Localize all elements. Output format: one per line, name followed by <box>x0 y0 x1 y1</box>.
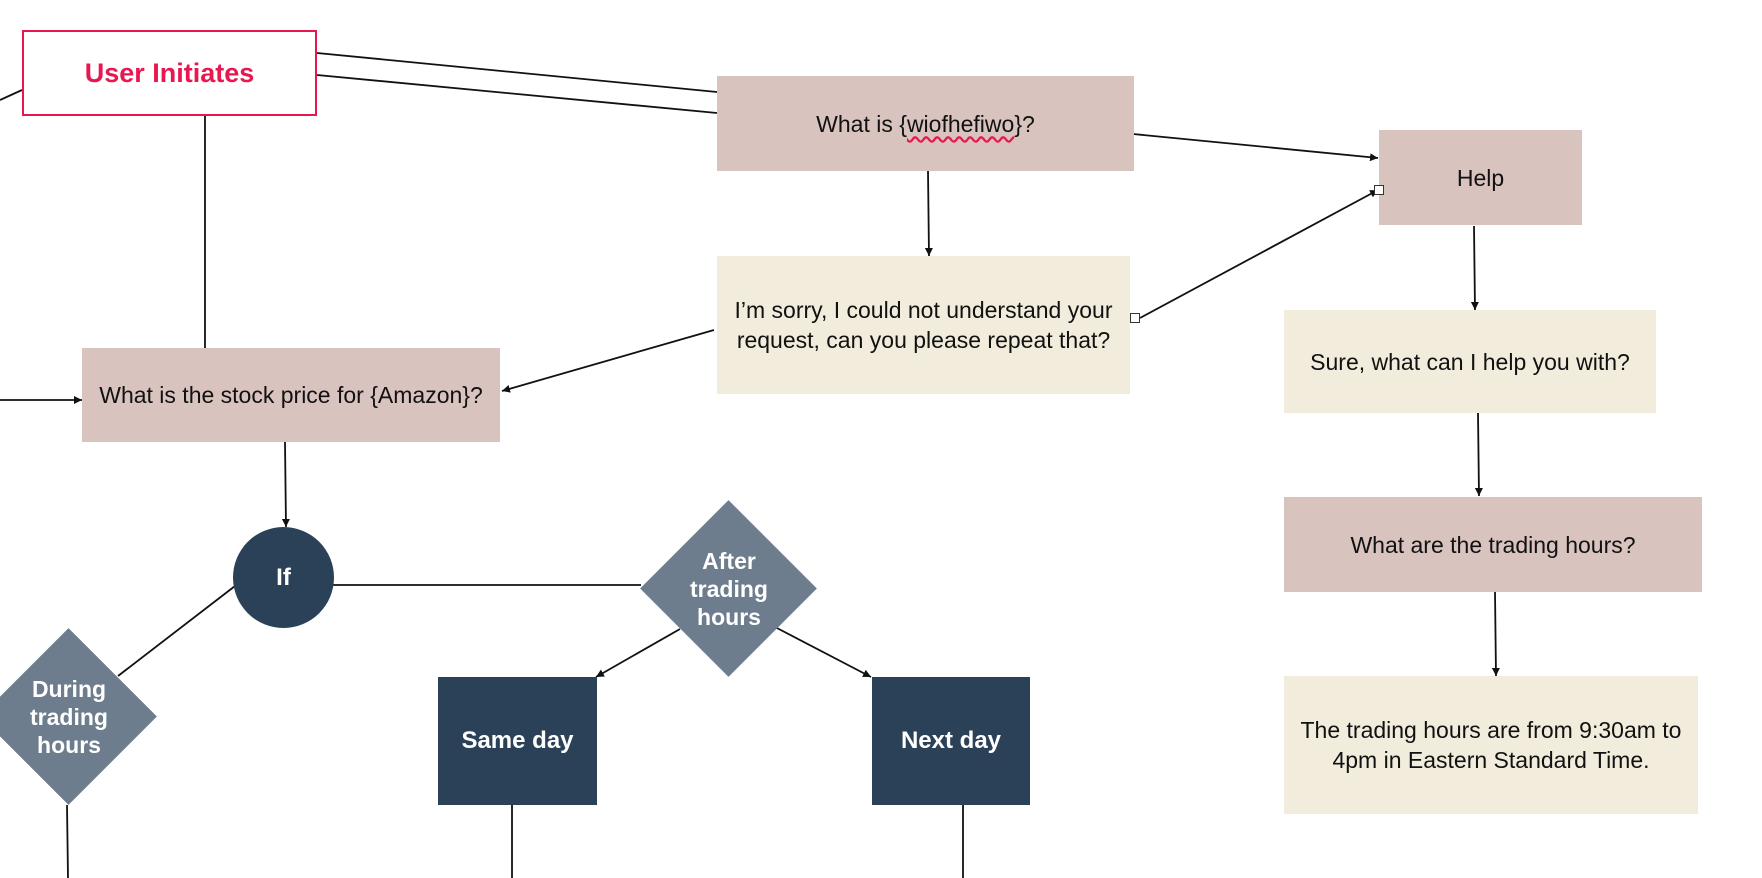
connector-sure-to-hours-question <box>1474 412 1483 497</box>
sure-help-response-node[interactable]: Sure, what can I help you with? <box>1284 310 1656 413</box>
next-day-node[interactable]: Next day <box>872 677 1030 805</box>
during-trading-hours-label: During trading hours <box>30 675 108 758</box>
connector-after-hours-to-next-day <box>774 626 872 678</box>
sure-help-response-label: Sure, what can I help you with? <box>1310 348 1630 375</box>
trading-hours-answer-label: The trading hours are from 9:30am to 4pm… <box>1300 717 1682 773</box>
connector-offscreen-to-user-initiates <box>0 89 23 101</box>
after-trading-hours-label: After trading hours <box>690 547 768 630</box>
same-day-label: Same day <box>461 727 574 754</box>
user-initiates-label: User Initiates <box>84 57 255 88</box>
stock-price-question-node[interactable]: What is the stock price for {Amazon}? <box>82 348 500 442</box>
sorry-response-label: I’m sorry, I could not understand your r… <box>734 297 1113 353</box>
connector-question-to-help <box>1132 133 1379 162</box>
same-day-node[interactable]: Same day <box>438 677 597 805</box>
stock-price-question-label: What is the stock price for {Amazon}? <box>99 382 483 408</box>
connector-help-to-sure <box>1470 225 1479 311</box>
connector-question-to-sorry <box>924 170 933 257</box>
trading-hours-question-label: What are the trading hours? <box>1350 531 1636 558</box>
connector-handle-sorry[interactable] <box>1130 313 1140 323</box>
next-day-label: Next day <box>900 727 1002 754</box>
connector-after-hours-to-same-day <box>595 628 681 678</box>
trading-hours-question-node[interactable]: What are the trading hours? <box>1284 497 1702 592</box>
misspelled-word: wiofhefiwo <box>906 110 1015 137</box>
connector-hours-question-to-answer <box>1491 591 1500 677</box>
connector-user-initiates-to-question-b <box>316 74 718 114</box>
help-node[interactable]: Help <box>1379 130 1582 225</box>
unrecognized-question-label: What is {wiofhefiwo}? <box>816 110 1035 137</box>
sorry-response-node[interactable]: I’m sorry, I could not understand your r… <box>717 256 1130 394</box>
help-label: Help <box>1456 164 1505 191</box>
connector-sorry-to-stock-question <box>501 329 715 393</box>
connector-if-to-during-hours <box>117 585 236 677</box>
user-initiates-node[interactable]: User Initiates <box>22 30 317 116</box>
if-decision-node[interactable]: If <box>233 527 334 628</box>
connector-handle-help[interactable] <box>1374 185 1384 195</box>
during-trading-hours-decision[interactable]: During trading hours <box>0 628 157 805</box>
trading-hours-answer-node[interactable]: The trading hours are from 9:30am to 4pm… <box>1284 676 1698 814</box>
connector-stock-question-to-if <box>281 441 290 528</box>
connector-user-initiates-to-question-a <box>316 52 718 93</box>
after-trading-hours-decision[interactable]: After trading hours <box>640 500 817 677</box>
unrecognized-question-node[interactable]: What is {wiofhefiwo}? <box>717 76 1134 171</box>
connector-sorry-to-help <box>1139 189 1379 319</box>
connector-during-hours-down <box>66 804 69 878</box>
if-label: If <box>276 563 291 591</box>
